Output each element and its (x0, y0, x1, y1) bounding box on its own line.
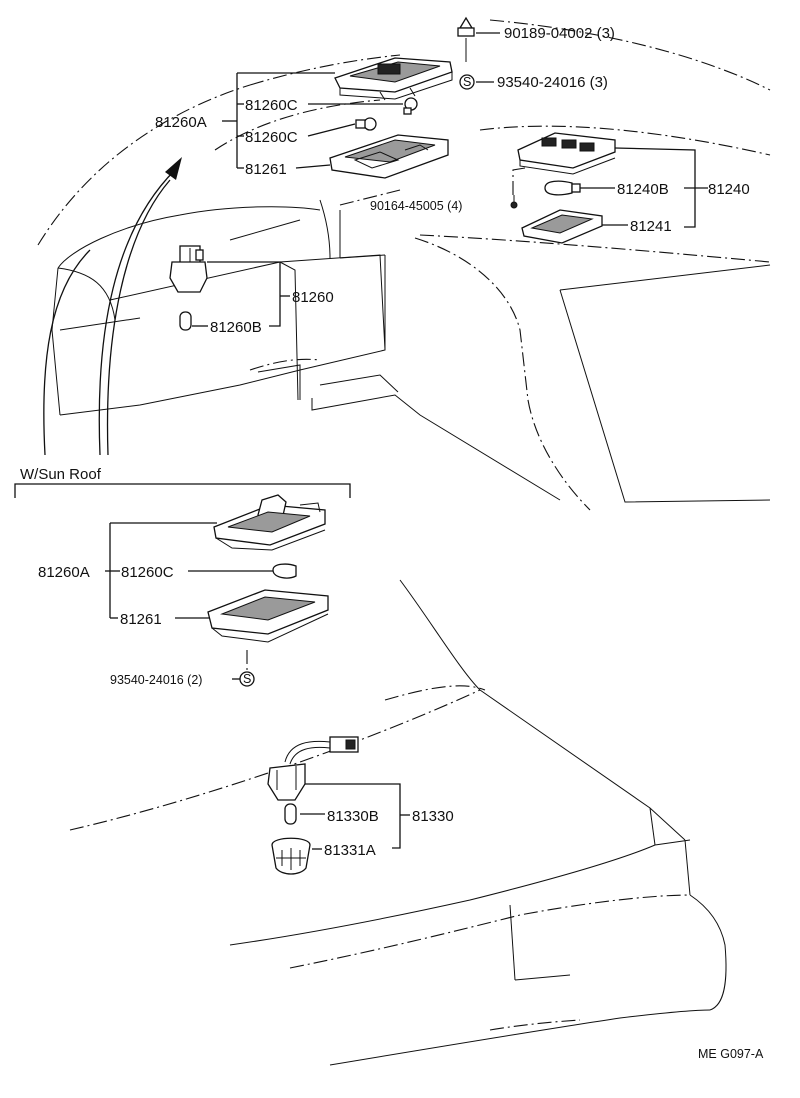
label-sun-roof: W/Sun Roof (20, 466, 102, 483)
label-81260a-bottom: 81260A (38, 564, 90, 581)
lens-81241 (521, 209, 603, 244)
map-lamp (510, 132, 708, 244)
label-90189-04002: 90189-04002 (3) (504, 25, 615, 42)
label-93540-24016-top: 93540-24016 (3) (497, 74, 608, 91)
label-81260c-bottom: 81260C (121, 564, 174, 581)
lens-81261-sunroof (207, 589, 329, 643)
label-81261-top: 81261 (245, 161, 287, 178)
s-symbol-text-2: S (243, 672, 251, 686)
label-81260c-2: 81260C (245, 129, 298, 146)
screw-symbol-icon: S (459, 74, 475, 90)
label-81261-bottom: 81261 (120, 611, 162, 628)
part-labels: 90189-04002 (3) 93540-24016 (3) 81260A 8… (20, 25, 764, 1061)
label-90164-45005: 90164-45005 (4) (370, 199, 462, 213)
bulb-81260b (179, 311, 192, 331)
lamp-base-sunroof (213, 494, 326, 551)
trunk-lamp (267, 736, 410, 875)
label-81260c-1: 81260C (245, 97, 298, 114)
label-81330: 81330 (412, 808, 454, 825)
dome-lamp-top: S (222, 16, 500, 179)
bulb-81240b (544, 180, 581, 196)
bulb-81260c-1 (403, 97, 418, 115)
lamp-base-81260a (334, 57, 453, 101)
figure-code: ME G097-A (698, 1047, 764, 1061)
s-symbol-text: S (463, 75, 471, 89)
label-81330b: 81330B (327, 808, 379, 825)
lamp-housing-81240 (517, 132, 616, 175)
vehicle-body-outline (37, 19, 771, 1066)
socket-81260 (169, 245, 208, 293)
cargo-lamp-socket (169, 245, 290, 331)
lens-81331a (271, 837, 311, 875)
screw-symbol-icon-2: S (239, 671, 255, 687)
screw-icon (510, 195, 518, 209)
label-81240: 81240 (708, 181, 750, 198)
label-81260: 81260 (292, 289, 334, 306)
label-81260b: 81260B (210, 319, 262, 336)
wire-connector (284, 736, 359, 765)
bulb-81330b (284, 803, 297, 825)
bulb-81260c-2 (355, 117, 377, 131)
sunroof-section: S (14, 483, 351, 687)
lens-81261 (329, 134, 449, 179)
label-81240b: 81240B (617, 181, 669, 198)
label-81331a: 81331A (324, 842, 376, 859)
label-81260a-top: 81260A (155, 114, 207, 131)
label-81241: 81241 (630, 218, 672, 235)
label-93540-24016-bottom: 93540-24016 (2) (110, 673, 202, 687)
clip-icon (457, 16, 475, 62)
socket-81330 (267, 763, 306, 801)
bulb-81260c-sunroof (272, 563, 297, 579)
